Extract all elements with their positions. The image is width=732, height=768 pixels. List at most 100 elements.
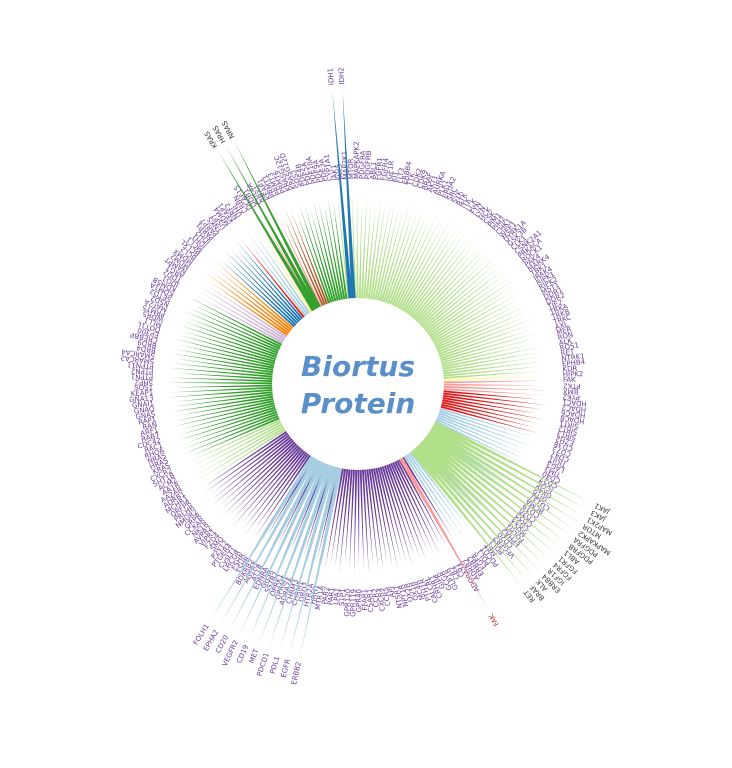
target-label: PTPN2 [131, 366, 154, 375]
target-label: C5AR1 [366, 588, 375, 612]
spike [173, 392, 277, 407]
spike [401, 230, 456, 316]
spike [298, 203, 334, 307]
spike [439, 389, 540, 400]
spike [324, 464, 345, 572]
spike [436, 404, 542, 435]
spike [232, 444, 305, 527]
extended-spike [425, 434, 567, 543]
target-label: ABL1 [369, 161, 378, 179]
spike [234, 239, 306, 323]
spike [425, 278, 516, 340]
spike [360, 194, 367, 303]
spike [170, 395, 278, 413]
spike [178, 334, 280, 364]
spike [242, 447, 308, 530]
spike [370, 464, 388, 564]
spike [395, 223, 444, 313]
target-label: PDE3A [317, 158, 329, 182]
target-label: BRD4 [135, 343, 156, 354]
extended-spike [433, 421, 592, 503]
spike [381, 206, 415, 307]
center-title-line2: Protein [301, 387, 416, 420]
spike [439, 366, 544, 378]
spike [431, 303, 522, 349]
spike [231, 443, 304, 521]
target-label: FLT3 [395, 167, 406, 184]
spike [318, 202, 342, 305]
spike [400, 453, 454, 540]
extended-spike [258, 463, 330, 646]
target-label: JAK1 [330, 164, 340, 182]
spike [384, 460, 421, 560]
target-label: PTK2 [563, 382, 581, 390]
spike [175, 348, 278, 370]
target-label: PDGFRA [358, 150, 367, 179]
spike [433, 316, 527, 355]
target-label: IGF1R [385, 160, 396, 182]
extended-spike [234, 141, 321, 309]
spike [397, 218, 452, 314]
spike [173, 363, 277, 376]
spike [402, 226, 464, 317]
spike [202, 430, 292, 494]
spike [385, 206, 425, 308]
target-label: FGFR1 [374, 157, 384, 180]
spike [409, 241, 478, 322]
spike [426, 284, 516, 342]
spike [204, 426, 290, 482]
spike [252, 450, 312, 533]
spike [177, 324, 281, 360]
spike [368, 465, 384, 573]
spike [183, 331, 280, 362]
spike [411, 247, 479, 324]
spike [230, 248, 303, 326]
target-label: GPR120 [343, 589, 352, 617]
spike [361, 465, 369, 574]
target-label: RET [560, 348, 575, 358]
spike [223, 249, 301, 327]
spike [330, 464, 347, 564]
spike [202, 282, 290, 341]
extended-spike [426, 432, 572, 537]
extended-spike [423, 436, 562, 549]
spike [230, 441, 302, 515]
extended-spike [342, 88, 356, 299]
target-label: HRH1 [309, 584, 321, 605]
spike [437, 400, 540, 424]
spike [407, 448, 472, 532]
spike [380, 462, 413, 567]
target-label: KEAP1 [131, 389, 154, 398]
extended-spike [228, 459, 321, 633]
spike [290, 210, 330, 308]
spike [439, 383, 540, 386]
target-label: GNAS [135, 410, 156, 421]
extended-spike [420, 440, 552, 561]
spike [438, 357, 539, 373]
spike [365, 465, 379, 569]
target-label: FAK [563, 376, 576, 384]
spike [408, 235, 476, 321]
spike [240, 239, 308, 321]
spike [221, 440, 300, 517]
extended-spike [268, 464, 333, 650]
spike [372, 464, 393, 567]
extended-spike [428, 430, 576, 530]
spike [254, 451, 314, 539]
extended-spike [299, 467, 343, 658]
spike [392, 457, 441, 556]
spike [430, 297, 523, 347]
spike [339, 465, 351, 574]
extended-spike [414, 446, 535, 578]
extended-spike [218, 457, 318, 628]
target-label: PTPN1 [131, 372, 154, 381]
spike [168, 388, 277, 398]
spike [189, 417, 285, 463]
target-label: AXL [554, 320, 569, 331]
spike [433, 414, 526, 455]
extended-spike-label: IDH1 [326, 68, 335, 86]
target-label: FFAR1 [360, 589, 369, 611]
spike [404, 232, 466, 318]
extended-spikes: JAK1JAK3MAP2K1MTORMAPKAPK2PDGFRAPDGFRBAB… [192, 67, 614, 685]
spike [376, 463, 402, 561]
